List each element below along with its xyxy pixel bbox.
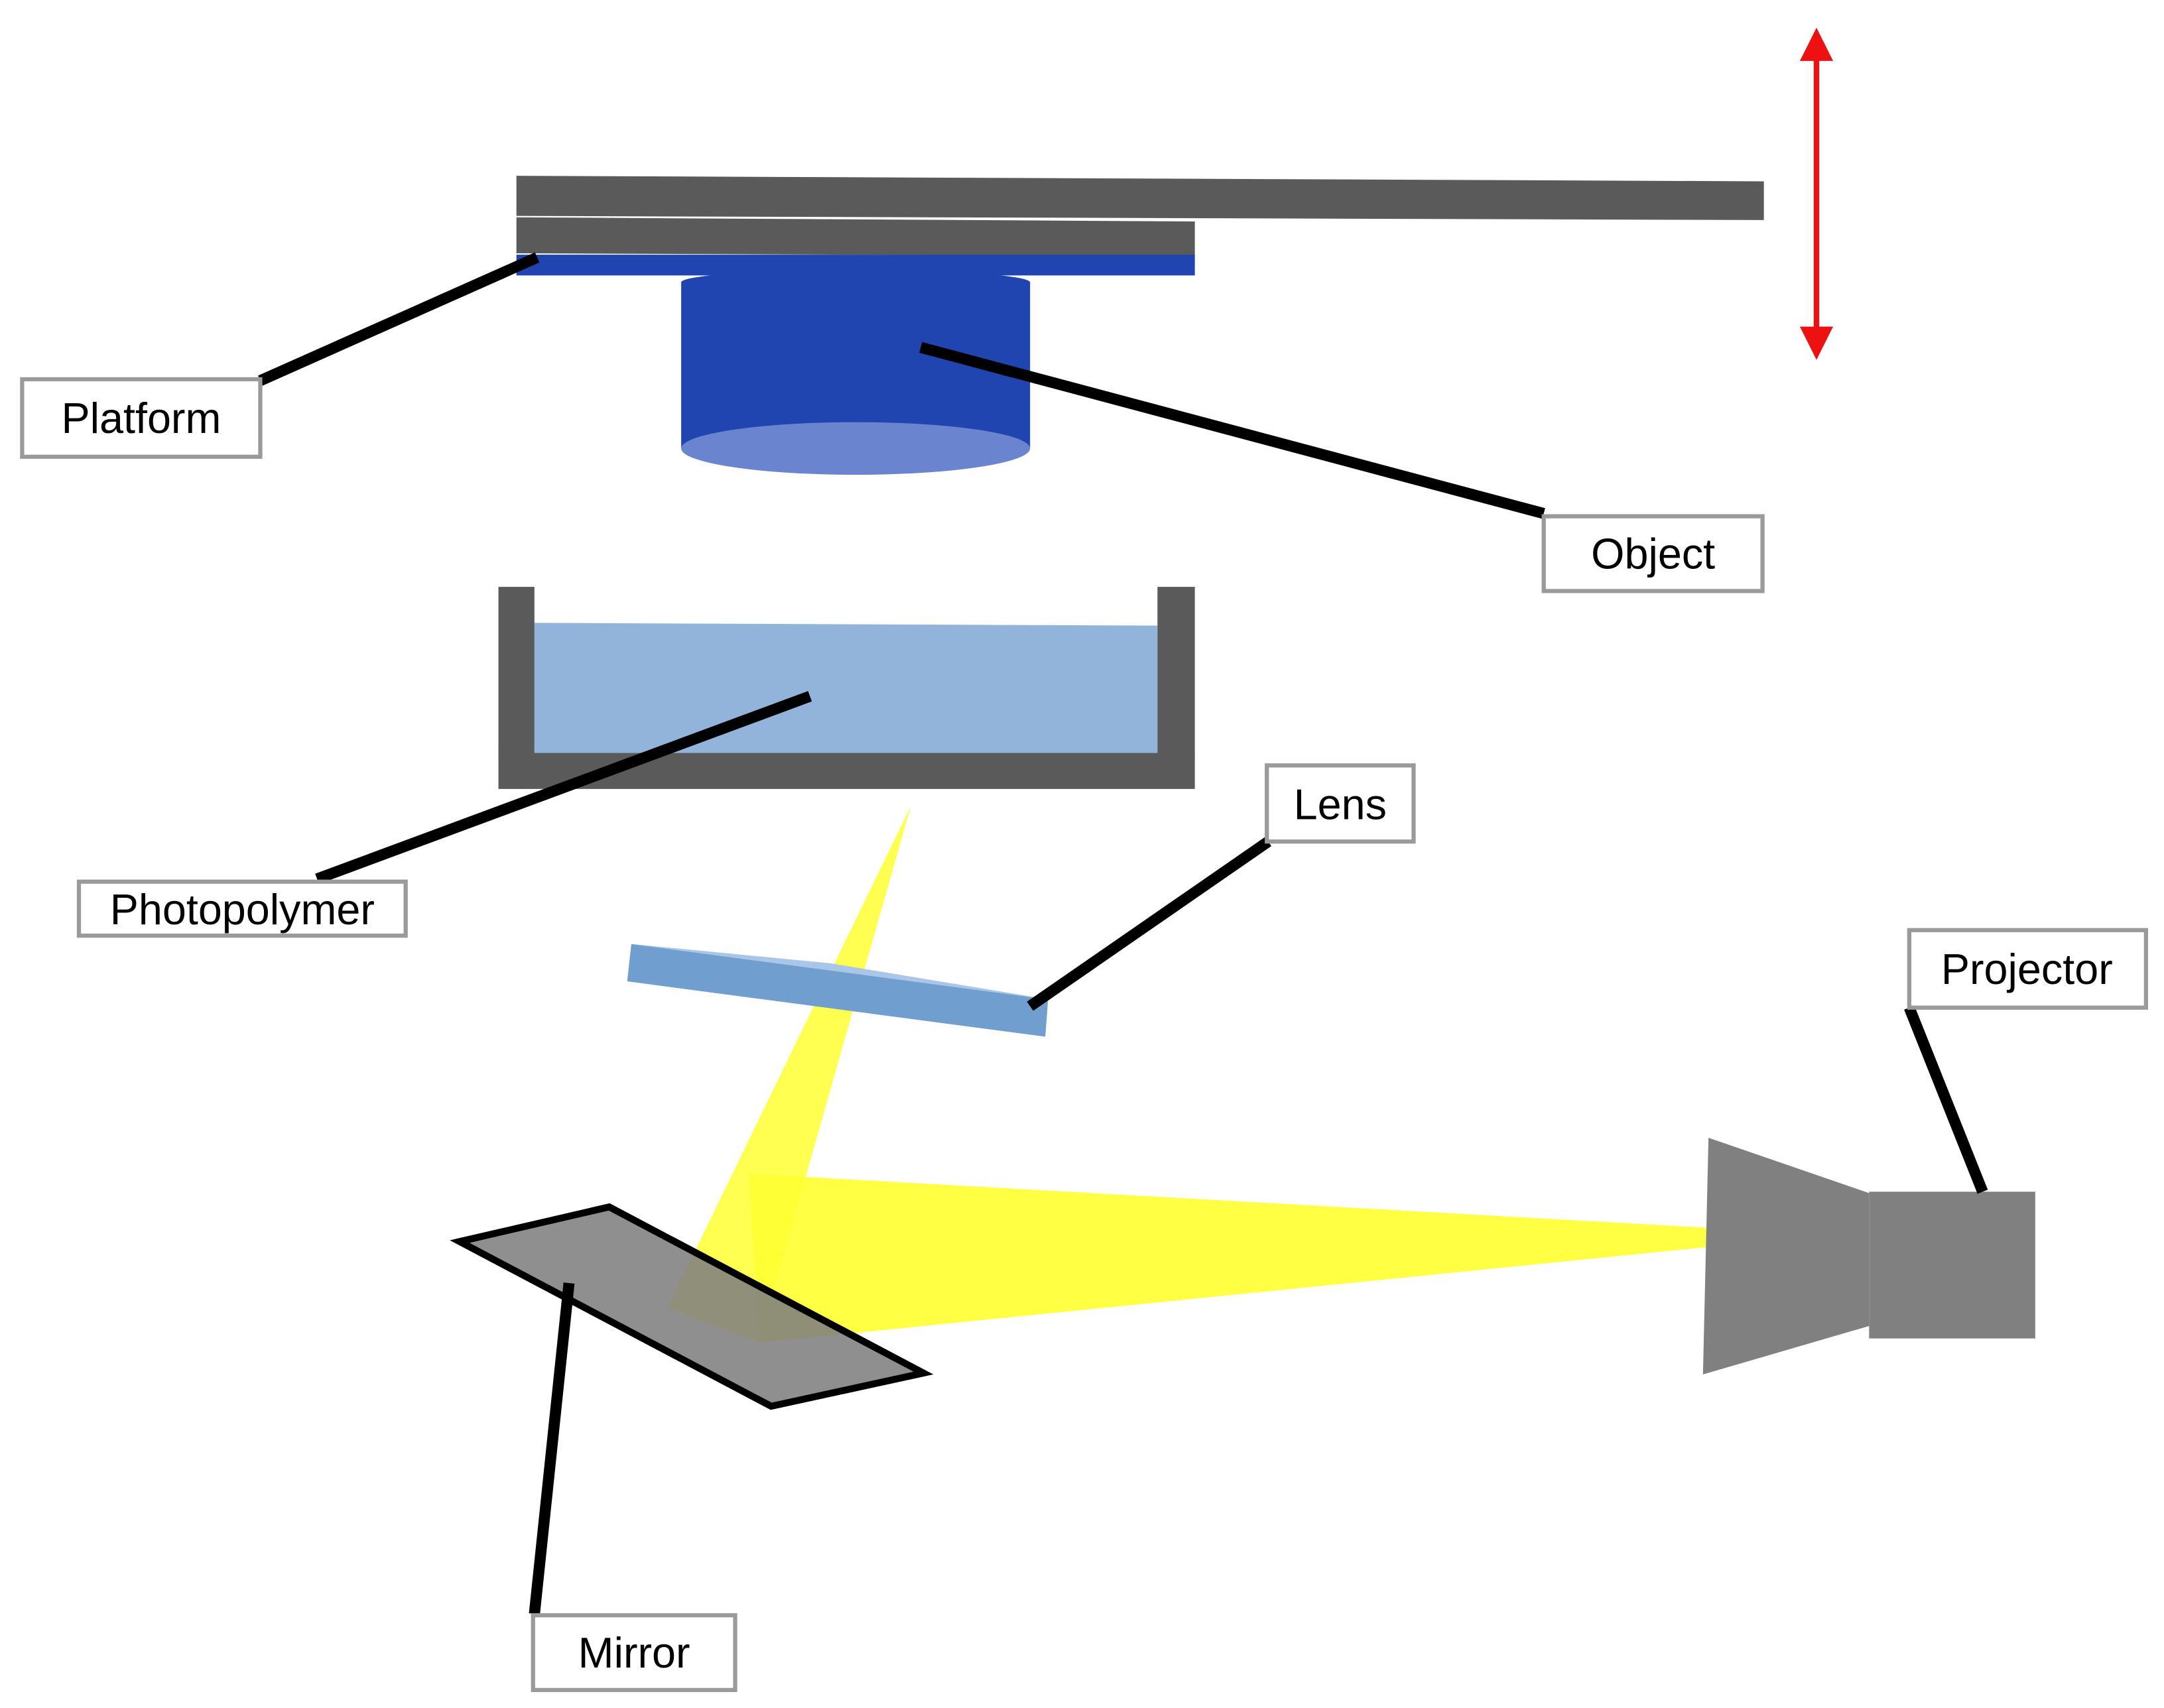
lens-leader <box>1027 837 1272 1011</box>
projector-lens-cone <box>1702 1137 1870 1374</box>
mirror <box>450 1203 934 1410</box>
platform-plate <box>516 217 1195 257</box>
printed-object <box>681 270 1031 475</box>
object-bottom-face <box>681 422 1031 475</box>
lens-top-highlight <box>631 944 1049 1000</box>
label-projector: Projector <box>1907 928 2148 1010</box>
projector-leader <box>1904 1005 1988 1194</box>
label-box-lens <box>1265 763 1416 844</box>
object-top <box>681 270 1031 295</box>
light-beams <box>667 805 1708 1343</box>
label-box-projector <box>1907 928 2148 1010</box>
label-text-projector: Projector <box>1941 945 2113 993</box>
label-text-object: Object <box>1591 530 1715 578</box>
label-object: Object <box>1541 514 1765 593</box>
lens-body <box>627 944 1049 1037</box>
leader-lines <box>258 252 1988 1615</box>
object-leader <box>919 341 1545 519</box>
projector-body <box>1869 1191 2035 1339</box>
photopolymer-leader <box>315 691 812 884</box>
label-mirror: Mirror <box>531 1613 737 1692</box>
label-box-photopolymer <box>76 879 408 938</box>
label-lens: Lens <box>1265 763 1416 844</box>
build-platform-assembly <box>516 176 1764 276</box>
label-text-mirror: Mirror <box>578 1628 690 1677</box>
projector <box>1702 1137 2035 1374</box>
vat-right-wall <box>1157 587 1195 756</box>
reflected-beam <box>667 805 911 1343</box>
label-box-mirror <box>531 1613 737 1692</box>
resin-liquid <box>534 623 1158 755</box>
projector-beam <box>749 1174 1708 1343</box>
lens <box>627 944 1049 1037</box>
resin-vat <box>498 587 1195 789</box>
label-text-lens: Lens <box>1294 780 1387 828</box>
label-box-object <box>1541 514 1765 593</box>
label-platform: Platform <box>20 377 263 459</box>
mirror-leader <box>529 1282 575 1615</box>
label-photopolymer: Photopolymer <box>76 879 408 938</box>
vat-left-wall <box>498 587 535 756</box>
label-text-platform: Platform <box>61 394 221 442</box>
label-box-platform <box>20 377 263 459</box>
build-arm <box>516 176 1764 220</box>
platform-leader <box>258 252 540 386</box>
label-text-photopolymer: Photopolymer <box>110 885 375 934</box>
